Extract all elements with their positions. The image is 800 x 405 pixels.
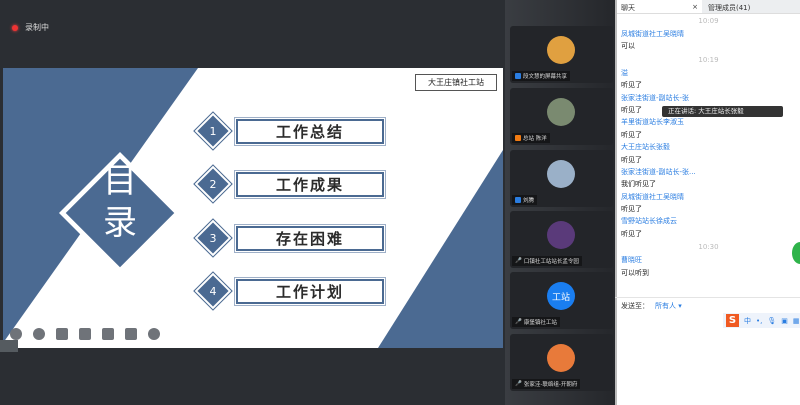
chat-sender: 溢 xyxy=(621,68,628,77)
chat-message: 听见了 xyxy=(621,105,642,114)
chat-message: 可以听到 xyxy=(621,268,649,277)
avatar xyxy=(547,344,575,372)
more-icon[interactable] xyxy=(148,328,160,340)
chat-sender: 大王庄站长张毅 xyxy=(621,143,670,152)
chat-message: 可以 xyxy=(621,42,635,51)
participant-tile[interactable]: 刘腾 xyxy=(510,150,613,207)
send-to-row: 发送至：所有人 ▾ xyxy=(615,297,800,314)
punct-icon[interactable]: •, xyxy=(756,316,763,325)
chat-message: 听见了 xyxy=(621,81,642,90)
menu-icon[interactable] xyxy=(0,340,18,352)
video-tiles: 段文慧的屏幕共享 总站 陈洋 刘腾 🎤口镇社工站站长孟令园 工站🎤康堡镇社工站 … xyxy=(505,0,615,405)
ime-mode[interactable]: 中 xyxy=(744,316,751,325)
pen-icon[interactable] xyxy=(56,328,68,340)
right-triangle xyxy=(378,150,503,348)
chat-message: 听见了 xyxy=(621,229,642,238)
avatar xyxy=(547,98,575,126)
sogou-logo: S xyxy=(726,314,739,327)
chat-sender: 羊里街道站长李淑玉 xyxy=(621,118,684,127)
chat-message: 我们听见了 xyxy=(621,180,656,189)
chat-timestamp: 10:09 xyxy=(698,17,719,25)
mic-muted-icon: 🎤 xyxy=(515,381,522,387)
participant-tile[interactable]: 工站🎤康堡镇社工站 xyxy=(510,272,613,329)
chat-sender: 雪野站站长徐成云 xyxy=(621,217,677,226)
mic-muted-icon: 🎤 xyxy=(515,258,522,264)
user-badge-icon xyxy=(515,73,521,79)
keyboard-icon[interactable]: ▣ xyxy=(781,316,788,325)
chat-message: 听见了 xyxy=(621,155,642,164)
avatar xyxy=(547,36,575,64)
diamond xyxy=(64,157,176,269)
prev-icon[interactable] xyxy=(10,328,22,340)
chat-message: 听见了 xyxy=(621,205,642,214)
chat-timestamp: 10:30 xyxy=(698,243,719,252)
avatar xyxy=(547,160,575,188)
chat-sender: 张家洼街道-副站长-张... xyxy=(621,167,696,176)
avatar: 工站 xyxy=(547,282,575,310)
next-icon[interactable] xyxy=(33,328,45,340)
floating-button[interactable] xyxy=(792,242,800,264)
subtitle-icon[interactable] xyxy=(125,328,137,340)
recording-indicator: 录制中 xyxy=(12,22,49,33)
recipient-select[interactable]: 所有人 ▾ xyxy=(655,302,682,310)
chat-timestamp: 10:19 xyxy=(698,55,719,64)
tab-chat[interactable]: 聊天× xyxy=(621,3,698,12)
camera-icon[interactable] xyxy=(102,328,114,340)
slide-title: 目录 xyxy=(103,161,137,243)
mic-muted-icon: 🎤 xyxy=(515,319,522,325)
chat-sender: 张家洼街道-副站长-张 xyxy=(621,93,690,102)
chat-sender: 凤城街道社工吴晓晴 xyxy=(621,30,684,38)
user-badge-icon xyxy=(515,197,521,203)
participant-tile[interactable]: 🎤口镇社工站站长孟令园 xyxy=(510,211,613,268)
chat-message: 听见了 xyxy=(621,130,642,139)
tab-members[interactable]: 管理成员(41) xyxy=(702,0,800,13)
recording-dot-icon xyxy=(12,24,18,31)
chat-sender: 凤城街道社工吴晓晴 xyxy=(621,192,684,201)
chat-sender: 曹晓旺 xyxy=(621,256,642,265)
screenshot-icon[interactable] xyxy=(79,328,91,340)
presentation-toolbar xyxy=(10,328,160,340)
host-badge-icon xyxy=(515,135,521,141)
participant-tile[interactable]: 总站 陈洋 xyxy=(510,88,613,145)
close-icon[interactable]: × xyxy=(692,3,698,11)
slide-background xyxy=(3,68,503,348)
participant-tile[interactable]: 段文慧的屏幕共享 xyxy=(510,26,613,83)
participant-tile[interactable]: 🎤张家洼-联络组-开朝府 xyxy=(510,334,613,391)
station-label: 大王庄镇社工站 xyxy=(415,74,497,91)
avatar xyxy=(547,221,575,249)
grid-icon[interactable]: ▦ xyxy=(792,316,800,325)
mic-icon[interactable]: 🎙 xyxy=(767,316,777,325)
speaking-tooltip: 正在讲话: 大王庄站长张毅 xyxy=(662,105,783,117)
